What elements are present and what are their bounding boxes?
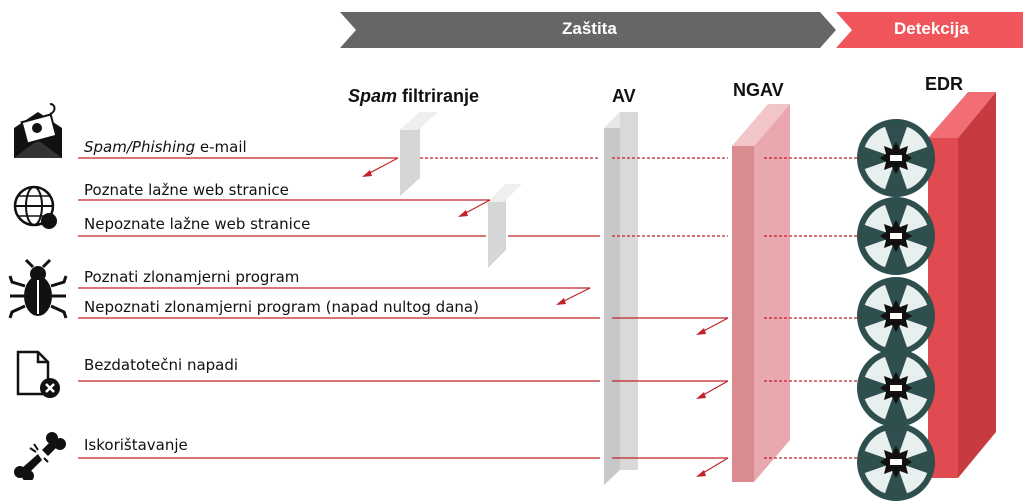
threat-unknown-web: Nepoznate lažne web stranice bbox=[84, 215, 311, 233]
file-error-icon bbox=[16, 350, 60, 398]
threat-spam-email: Spam/Phishing e-mail bbox=[84, 138, 247, 156]
threat-known-web: Poznate lažne web stranice bbox=[84, 181, 289, 199]
ngav-wall bbox=[732, 104, 790, 482]
spam-filter-panel-1 bbox=[400, 112, 438, 196]
arrowheads bbox=[362, 170, 706, 477]
threat-lines bbox=[78, 157, 862, 477]
globe-icon bbox=[13, 185, 57, 229]
threat-exploit: Iskorištavanje bbox=[84, 436, 188, 454]
detection-wheel-icon bbox=[860, 352, 932, 424]
detection-wheel-icon bbox=[860, 122, 932, 194]
detection-wheel-icon bbox=[860, 200, 932, 272]
av-header: AV bbox=[612, 86, 636, 106]
detection-wheel-icon bbox=[860, 280, 932, 352]
threat-spam-emph: Spam/Phishing bbox=[84, 138, 196, 156]
ngav-header: NGAV bbox=[733, 80, 784, 100]
detection-banner bbox=[836, 12, 1023, 48]
edr-header: EDR bbox=[925, 74, 964, 94]
threat-fileless: Bezdatotečni napadi bbox=[84, 356, 239, 374]
bug-icon bbox=[8, 258, 68, 319]
threat-spam-rest: e-mail bbox=[195, 138, 247, 156]
detection-wheel-icon bbox=[860, 426, 932, 498]
protection-banner bbox=[340, 12, 836, 48]
threat-unknown-malware: Nepoznati zlonamjerni program (napad nul… bbox=[84, 298, 479, 316]
spam-header-prefix: Spam bbox=[348, 86, 398, 106]
detection-label: Detekcija bbox=[894, 19, 969, 38]
banner-arrows bbox=[340, 12, 1023, 48]
edr-wall bbox=[928, 92, 996, 478]
spam-filter-panel-2 bbox=[488, 184, 522, 268]
av-wall bbox=[604, 112, 638, 485]
phishing-email-icon bbox=[14, 103, 62, 158]
threat-known-malware: Poznati zlonamjerni program bbox=[84, 268, 300, 286]
spam-header-rest: filtriranje bbox=[402, 86, 480, 106]
broken-bone-icon bbox=[14, 432, 66, 480]
spam-filter-header: Spam filtriranje bbox=[348, 86, 479, 107]
protection-label: Zaštita bbox=[562, 19, 617, 38]
